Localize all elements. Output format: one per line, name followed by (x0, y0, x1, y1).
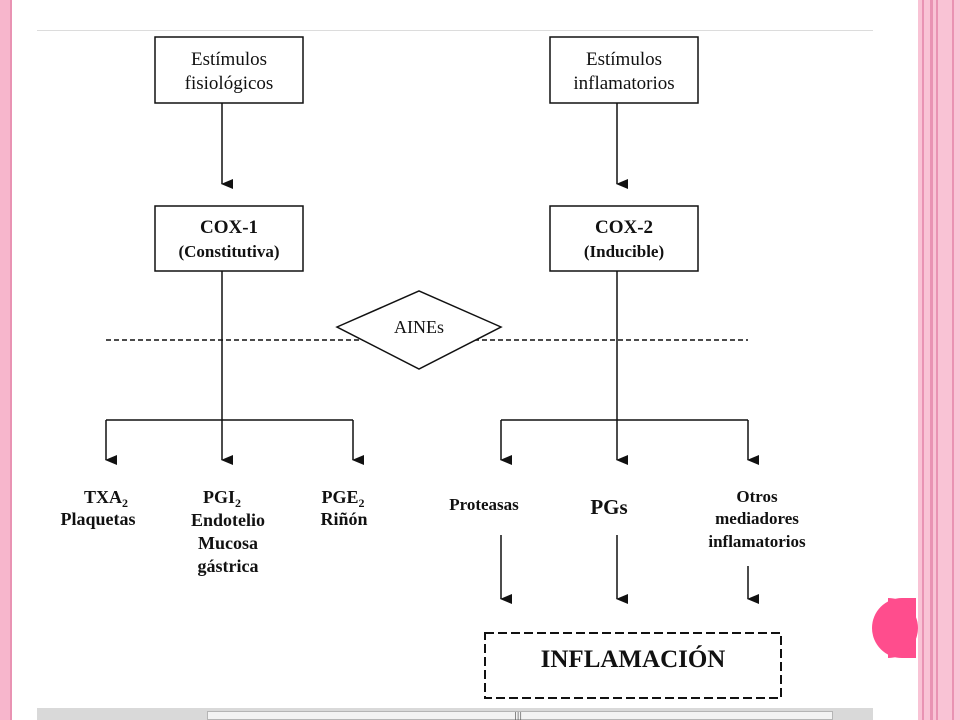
pink-circle-decoration (872, 598, 918, 658)
stim-inflam-line2: inflamatorios (573, 73, 674, 94)
output-pgi2: PGI2 Endotelio Mucosa gástrica (191, 487, 265, 576)
svg-text:PGE2: PGE2 (321, 487, 364, 510)
stimuli-inflammatory-box: Estímulos inflamatorios (549, 36, 699, 104)
cox2-name: COX-2 (595, 217, 653, 238)
txa-target: Plaquetas (60, 509, 135, 529)
output-otros-mediadores: Otros mediadores inflamatorios (708, 487, 806, 551)
output-proteasas: Proteasas (449, 495, 519, 514)
otros-line3: inflamatorios (708, 532, 806, 551)
right-stripe (930, 0, 933, 720)
pge-base: PGE (321, 487, 358, 507)
left-border-line (10, 0, 12, 720)
aines-label: AINEs (394, 317, 444, 337)
cox2-type: (Inducible) (584, 242, 664, 261)
output-txa2: TXA2 Plaquetas (60, 487, 135, 529)
cox1-type: (Constitutiva) (178, 242, 279, 261)
pgi-sub: 2 (235, 496, 241, 510)
otros-line2: mediadores (715, 509, 799, 528)
txa-sub: 2 (122, 496, 128, 510)
output-pge2: PGE2 Riñón (320, 487, 367, 529)
txa-base: TXA (84, 487, 122, 507)
document-top-edge (37, 30, 873, 31)
otros-line1: Otros (736, 487, 778, 506)
pgi-line2: Endotelio (191, 510, 265, 530)
aines-diamond: AINEs (335, 290, 503, 370)
svg-text:PGI2: PGI2 (203, 487, 241, 510)
inflamacion-box: INFLAMACIÓN (484, 632, 782, 699)
cox1-name: COX-1 (200, 217, 258, 238)
scrollbar-grip-icon: ||| (514, 711, 523, 720)
pgi-line3: Mucosa (198, 533, 258, 553)
right-stripe (952, 0, 954, 720)
pgi-line4: gástrica (198, 556, 259, 576)
svg-text:TXA2: TXA2 (84, 487, 128, 510)
stimuli-physiological-box: Estímulos fisiológicos (154, 36, 304, 104)
output-pgs: PGs (590, 495, 627, 519)
stim-physio-line2: fisiológicos (185, 73, 274, 94)
pge-target: Riñón (320, 509, 367, 529)
left-pink-border (0, 0, 10, 720)
right-stripe (936, 0, 938, 720)
document-canvas (37, 0, 873, 720)
cox2-box: COX-2 (Inducible) (549, 205, 699, 272)
pge-sub: 2 (359, 496, 365, 510)
inflamacion-label: INFLAMACIÓN (541, 645, 726, 673)
right-stripe (922, 0, 924, 720)
cox1-box: COX-1 (Constitutiva) (154, 205, 304, 272)
stim-physio-line1: Estímulos (191, 49, 267, 70)
pgi-base: PGI (203, 487, 235, 507)
stim-inflam-line1: Estímulos (586, 49, 662, 70)
